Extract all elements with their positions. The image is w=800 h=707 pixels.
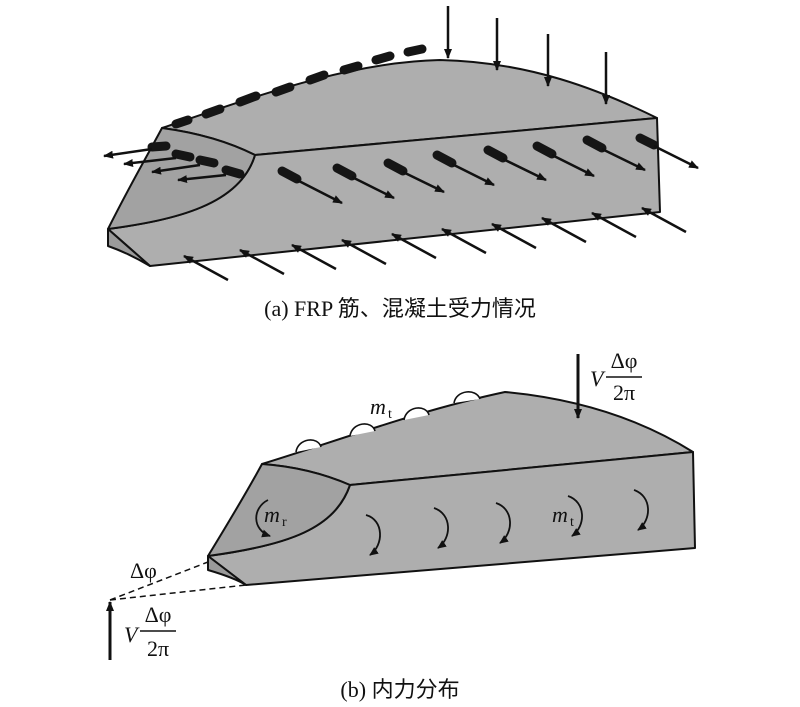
svg-text:V: V [590, 366, 606, 391]
slab-a-notch [107, 228, 151, 267]
svg-text:t: t [388, 407, 392, 422]
svg-text:m: m [552, 502, 568, 527]
label-top-load: V Δφ 2π [590, 348, 642, 405]
svg-text:Δφ: Δφ [611, 348, 638, 373]
figure-b: V Δφ 2π V Δφ 2π Δφ m t m r m t (b) 内力分 [106, 348, 696, 702]
svg-text:V: V [124, 622, 140, 647]
svg-text:t: t [570, 515, 574, 530]
label-bottom-load: V Δφ 2π [124, 602, 176, 661]
frp-bars-end [147, 141, 245, 179]
mt-humps [295, 391, 481, 453]
caption-a: (a) FRP 筋、混凝土受力情况 [264, 296, 536, 321]
svg-text:2π: 2π [147, 636, 169, 661]
slab-b-notch [207, 555, 247, 586]
frp-end-arrows [103, 147, 227, 184]
angle-dashes [109, 561, 247, 601]
svg-text:r: r [282, 515, 287, 530]
caption-b: (b) 内力分布 [340, 677, 459, 702]
svg-text:2π: 2π [613, 380, 635, 405]
svg-text:Δφ: Δφ [145, 602, 172, 627]
label-mr: m r [264, 502, 287, 530]
frp-bar-arrows [296, 144, 699, 205]
slab-b-end-face [207, 463, 351, 557]
top-load-arrows [444, 6, 610, 105]
frp-bars-front [277, 133, 659, 184]
svg-text:m: m [370, 394, 386, 419]
bottom-load-arrows [183, 206, 687, 282]
label-angle: Δφ [130, 558, 157, 583]
mr-moment-arrow [255, 499, 271, 538]
label-mt-top: m t [370, 394, 392, 422]
svg-text:m: m [264, 502, 280, 527]
mt-moment-arrows [365, 489, 649, 556]
frp-bars-top [171, 44, 427, 129]
figure-a: (a) FRP 筋、混凝土受力情况 [103, 6, 699, 321]
label-mt-side: m t [552, 502, 574, 530]
